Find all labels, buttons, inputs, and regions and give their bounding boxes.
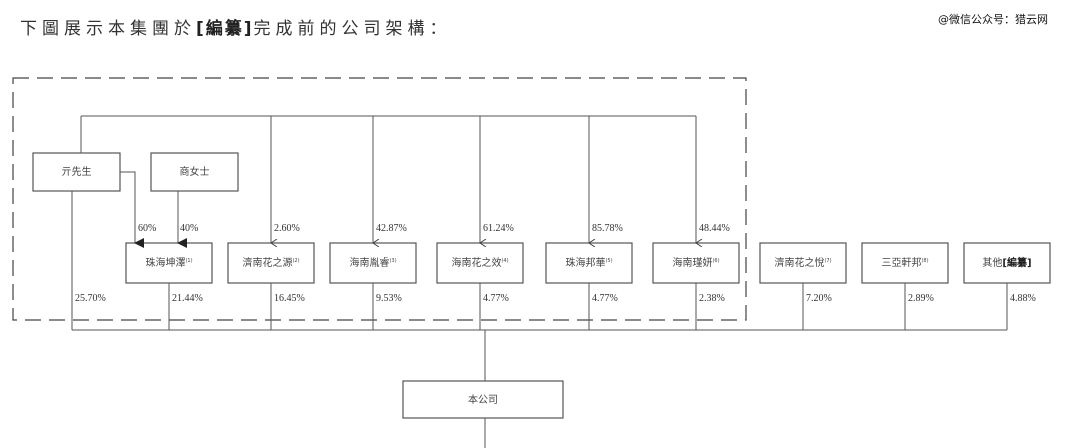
shareholder-label: 商女士 <box>180 165 210 178</box>
control-percent: 85.78% <box>592 223 623 234</box>
control-percent: 61.24% <box>483 223 514 234</box>
entity-name: 濟南花之源 <box>242 256 292 269</box>
entity-label: 三亞軒邦(8) <box>881 256 928 269</box>
title-text: 下圖展示本集團於 <box>20 19 196 39</box>
ownership-percent: 21.44% <box>172 293 203 304</box>
title-text-end: 完成前的公司架構： <box>253 19 452 39</box>
entity-note: (5) <box>605 258 612 264</box>
entity-name: 海南瑾妍 <box>672 256 712 269</box>
company-box <box>402 380 564 419</box>
entity-zhuhai_banghua: 珠海邦華(5) <box>545 242 633 284</box>
entity-note: (3) <box>389 258 396 264</box>
ownership-percent: 9.53% <box>376 293 402 304</box>
ownership-percent: 4.77% <box>483 293 509 304</box>
title-redacted: [編纂] <box>196 19 254 39</box>
entity-jinan_huazhiyuan: 濟南花之源(2) <box>227 242 315 284</box>
entity-box <box>861 242 949 284</box>
entity-name: 濟南花之悅 <box>774 256 824 269</box>
control-percent: 48.44% <box>699 223 730 234</box>
entity-label: 海南胤睿(3) <box>349 256 396 269</box>
entity-label: 濟南花之源(2) <box>242 256 299 269</box>
entity-box <box>227 242 315 284</box>
entity-note: [編纂] <box>1002 256 1031 269</box>
watermark: @微信公众号：猎云网 <box>938 13 1048 26</box>
entity-sanya_xuanbang: 三亞軒邦(8) <box>861 242 949 284</box>
entity-others: 其他[編纂] <box>963 242 1051 284</box>
entity-jinan_huazhiyue: 濟南花之悅(7) <box>759 242 847 284</box>
entity-name: 珠海邦華 <box>565 256 605 269</box>
ownership-percent: 2.89% <box>908 293 934 304</box>
entity-note: (4) <box>501 258 508 264</box>
entity-name: 珠海坤澤 <box>145 256 185 269</box>
entity-box <box>125 242 213 284</box>
group-boundary <box>12 77 747 321</box>
entity-zhuhai_kunze: 珠海坤澤(1) <box>125 242 213 284</box>
page-title: 下圖展示本集團於[編纂]完成前的公司架構： <box>20 14 452 39</box>
ownership-percent-qi: 25.70% <box>75 293 106 304</box>
entity-name: 其他 <box>982 256 1002 269</box>
shareholder-label: 亓先生 <box>62 165 92 178</box>
entity-label: 海南瑾妍(6) <box>672 256 719 269</box>
entity-label: 濟南花之悅(7) <box>774 256 831 269</box>
founder-percent: 60% <box>138 223 156 234</box>
link-qi-zhuhai-kunze <box>120 171 144 248</box>
shareholder-box-shang <box>150 152 239 192</box>
ownership-percent: 2.38% <box>699 293 725 304</box>
entity-hainan_jinyan: 海南瑾妍(6) <box>652 242 740 284</box>
entity-label: 海南花之效(4) <box>451 256 508 269</box>
entity-name: 三亞軒邦 <box>881 256 921 269</box>
entity-label: 珠海坤澤(1) <box>145 256 192 269</box>
entity-label: 其他[編纂] <box>982 256 1031 269</box>
ownership-percent: 4.77% <box>592 293 618 304</box>
entity-note: (6) <box>712 258 719 264</box>
entity-hainan_huazhixiao: 海南花之效(4) <box>436 242 524 284</box>
ownership-percent: 16.45% <box>274 293 305 304</box>
ownership-percent: 7.20% <box>806 293 832 304</box>
entity-note: (1) <box>185 258 192 264</box>
entity-box <box>759 242 847 284</box>
control-percent: 42.87% <box>376 223 407 234</box>
entity-hainan_yinrui: 海南胤睿(3) <box>329 242 417 284</box>
entity-name: 海南花之效 <box>451 256 501 269</box>
entity-label: 珠海邦華(5) <box>565 256 612 269</box>
entity-note: (7) <box>824 258 831 264</box>
entity-name: 海南胤睿 <box>349 256 389 269</box>
company-label: 本公司 <box>468 393 498 406</box>
entity-note: (2) <box>292 258 299 264</box>
founder-percent: 40% <box>180 223 198 234</box>
control-percent: 2.60% <box>274 223 300 234</box>
entity-note: (8) <box>921 258 928 264</box>
ownership-percent: 4.88% <box>1010 293 1036 304</box>
